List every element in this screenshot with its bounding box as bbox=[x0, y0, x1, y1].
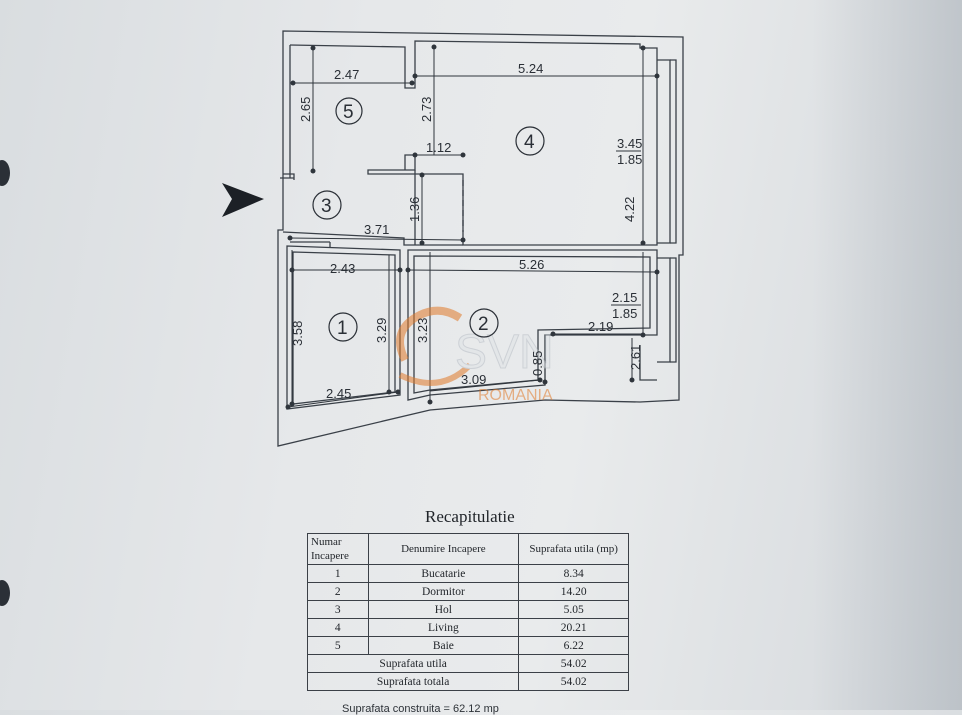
entrance-arrow-icon bbox=[222, 183, 264, 217]
dim-label: 3.29 bbox=[374, 318, 389, 343]
summary-area: 54.02 bbox=[518, 672, 629, 691]
dim-label: 2.19 bbox=[588, 319, 613, 334]
dim-label: 2.43 bbox=[330, 261, 355, 276]
dim-label: 3.23 bbox=[415, 318, 430, 343]
room-4-circle bbox=[515, 126, 545, 156]
outer-boundary bbox=[277, 30, 684, 447]
room-3-number: 3 bbox=[321, 196, 332, 217]
svn-watermark: SVN ROMANIA bbox=[396, 306, 554, 404]
dim-label: 2.45 bbox=[326, 386, 351, 401]
room-number: 4 bbox=[307, 618, 369, 637]
dim-label: 5.24 bbox=[518, 61, 543, 76]
header-numar: Numar Incapere bbox=[307, 533, 369, 565]
dimension-lines bbox=[287, 47, 658, 408]
binder-hole-top bbox=[0, 160, 10, 186]
room-2-circle bbox=[469, 308, 499, 338]
room-name: Bucatarie bbox=[367, 564, 520, 583]
dim-label: 2.65 bbox=[298, 97, 313, 122]
room-number: 2 bbox=[307, 582, 369, 601]
room-1-number: 1 bbox=[337, 318, 348, 339]
dim-label: 3.58 bbox=[290, 321, 305, 346]
dim-label: 1.12 bbox=[426, 140, 451, 155]
dim-label: 0.85 bbox=[530, 351, 545, 376]
table-header-row: Numar Incapere Denumire Incapere Suprafa… bbox=[307, 533, 629, 565]
recap-title: Recapitulatie bbox=[425, 507, 515, 526]
summary-row: Suprafata utila 54.02 bbox=[306, 654, 629, 673]
cut-off-footer: Suprafata construita = 62.12 mp bbox=[342, 703, 499, 715]
table-row: 4 Living 20.21 bbox=[307, 618, 629, 637]
watermark-sub: ROMANIA bbox=[478, 387, 553, 404]
wall-bath-left bbox=[280, 45, 294, 179]
room-name: Baie bbox=[367, 636, 520, 655]
room-number: 1 bbox=[307, 564, 369, 583]
room-1-circle bbox=[328, 312, 358, 342]
header-denumire: Denumire Incapere bbox=[367, 533, 520, 565]
dim-label: 4.22 bbox=[622, 197, 637, 222]
summary-label: Suprafata utila bbox=[306, 654, 520, 673]
room-5-circle bbox=[335, 97, 363, 125]
room-number: 3 bbox=[307, 600, 369, 619]
room-area: 6.22 bbox=[518, 636, 629, 655]
dim-label: 1.85 bbox=[612, 306, 637, 321]
table-row: 2 Dormitor 14.20 bbox=[307, 582, 629, 601]
room-area: 8.34 bbox=[518, 564, 629, 583]
room-name: Dormitor bbox=[367, 582, 520, 601]
binder-hole-bottom bbox=[0, 580, 10, 606]
summary-row: Suprafata totala 54.02 bbox=[306, 672, 629, 691]
dim-label: 5.26 bbox=[519, 257, 544, 272]
dimension-ticks bbox=[285, 44, 660, 410]
room-area: 20.21 bbox=[518, 618, 629, 637]
room-5-number: 5 bbox=[343, 102, 354, 123]
room-area: 5.05 bbox=[518, 600, 629, 619]
table-row: 3 Hol 5.05 bbox=[307, 600, 629, 619]
dim-label: 3.09 bbox=[461, 372, 486, 387]
room-name: Living bbox=[367, 618, 520, 637]
recap-table: Numar Incapere Denumire Incapere Suprafa… bbox=[306, 533, 629, 691]
dim-label: 2.15 bbox=[612, 290, 637, 305]
room-number: 5 bbox=[307, 636, 369, 655]
dim-label: 2.47 bbox=[334, 67, 359, 82]
table-row: 1 Bucatarie 8.34 bbox=[307, 564, 629, 583]
page-shadow bbox=[812, 0, 962, 710]
room-3-circle bbox=[312, 190, 342, 220]
room-1-outline bbox=[286, 245, 401, 410]
dim-label: 1.36 bbox=[407, 197, 422, 222]
room-2-number: 2 bbox=[478, 314, 489, 335]
room-4-number: 4 bbox=[524, 132, 535, 153]
table-row: 5 Baie 6.22 bbox=[307, 636, 629, 655]
summary-area: 54.02 bbox=[518, 654, 629, 673]
dim-label: 2.73 bbox=[419, 97, 434, 122]
watermark-brand: SVN bbox=[455, 326, 554, 379]
dim-label: 3.71 bbox=[364, 222, 389, 237]
dim-label: 3.45 bbox=[617, 136, 642, 151]
room-area: 14.20 bbox=[518, 582, 629, 601]
summary-label: Suprafata totala bbox=[306, 672, 520, 691]
dim-label: 2.61 bbox=[628, 345, 643, 370]
room-name: Hol bbox=[367, 600, 520, 619]
dim-label: 1.85 bbox=[617, 152, 642, 167]
header-suprafata: Suprafata utila (mp) bbox=[518, 533, 629, 565]
